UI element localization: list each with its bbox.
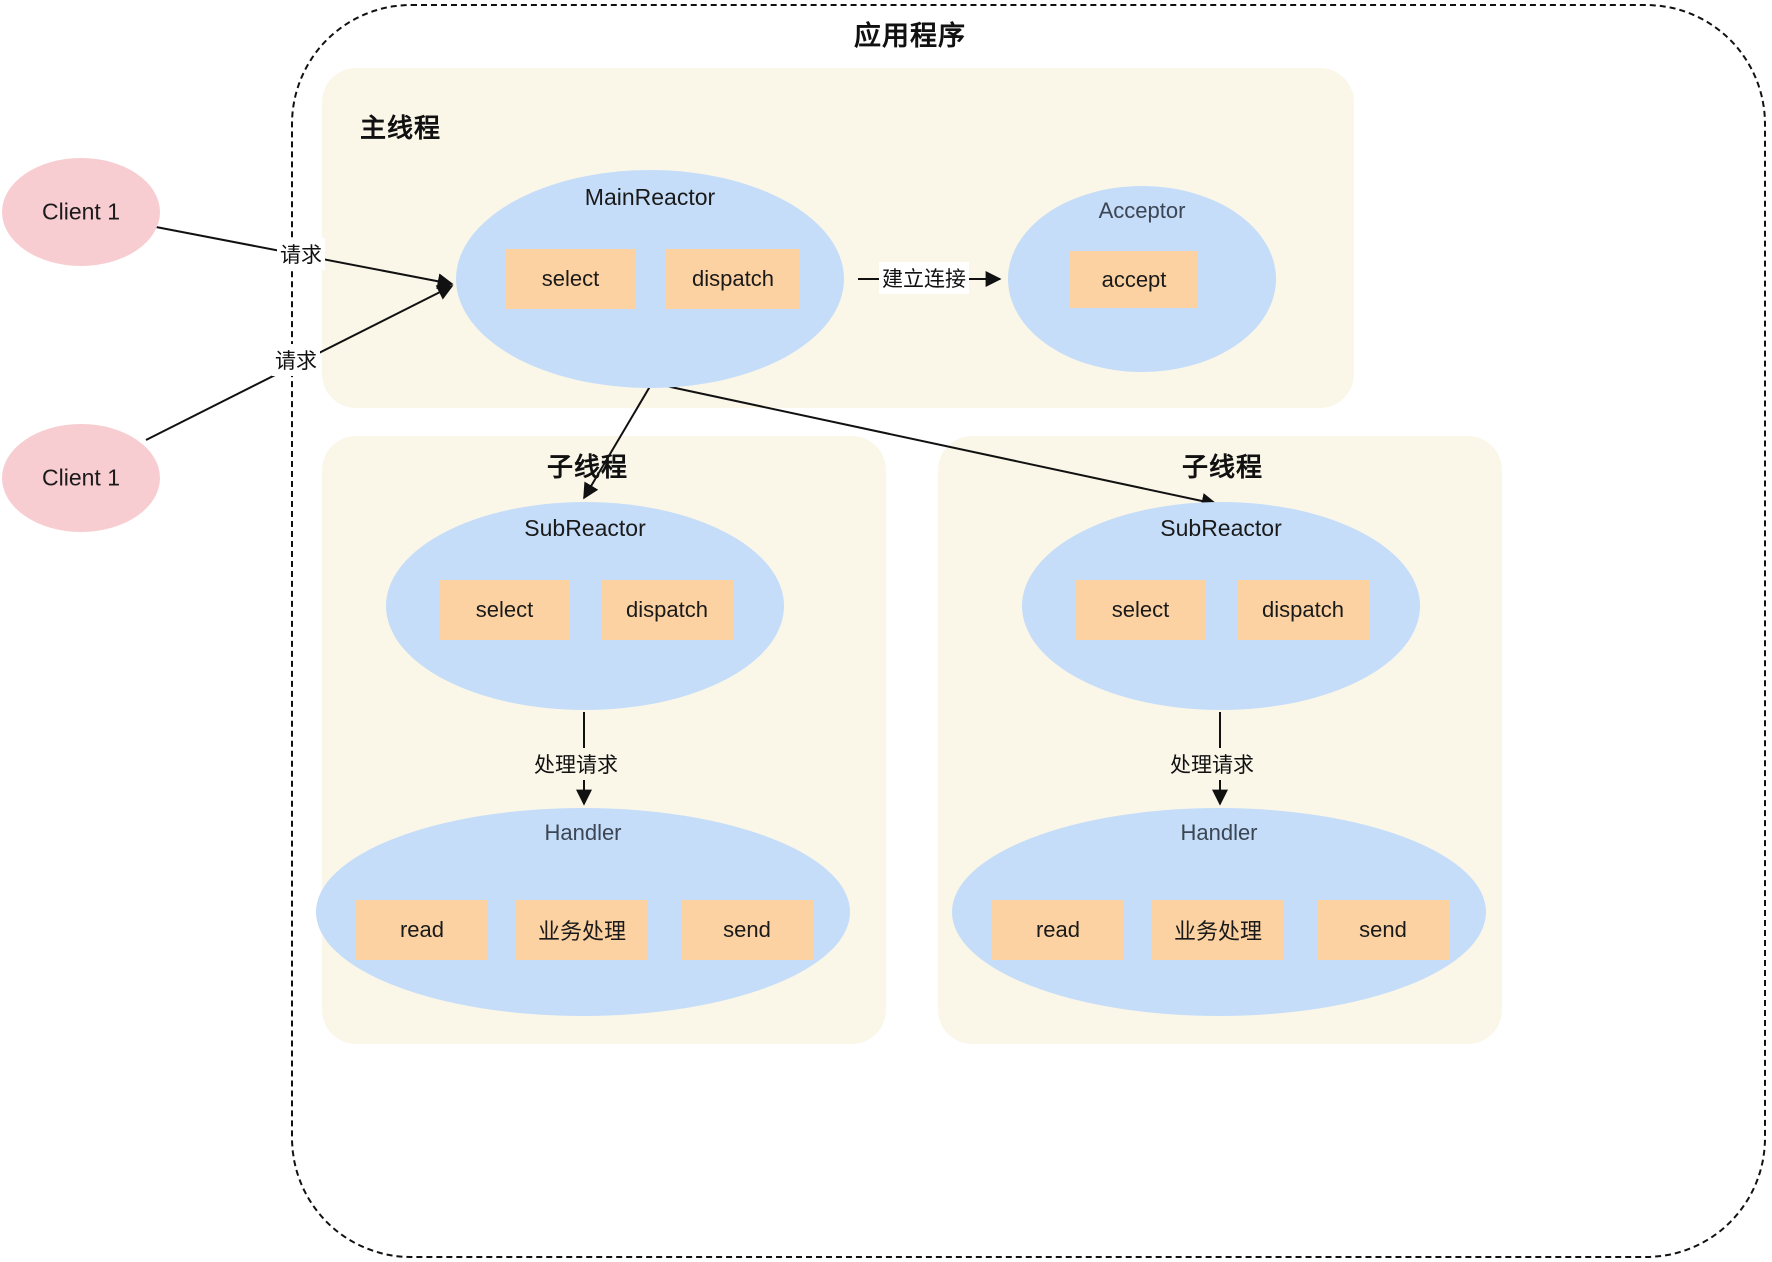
main-reactor-select-box[interactable]: select xyxy=(506,249,635,309)
main-reactor-dispatch-box[interactable]: dispatch xyxy=(666,249,800,309)
sub-reactor-right-dispatch-box[interactable]: dispatch xyxy=(1237,580,1369,640)
handler-left-read-box[interactable]: read xyxy=(356,900,488,960)
panel-title-sub-thread-left: 子线程 xyxy=(547,452,629,482)
handler-right-label: Handler xyxy=(1180,820,1258,845)
edge-label-process-request-left: 处理请求 xyxy=(531,748,621,780)
acceptor-label: Acceptor xyxy=(1098,198,1186,223)
edge-label-establish-connection: 建立连接 xyxy=(879,262,969,294)
client-1-label: Client 1 xyxy=(42,198,120,225)
sub-reactor-right-label: SubReactor xyxy=(1160,515,1282,541)
handler-left-label: Handler xyxy=(544,820,622,845)
panel-title-sub-thread-right: 子线程 xyxy=(1182,452,1264,482)
panel-title-main-thread: 主线程 xyxy=(360,113,442,143)
application-boundary xyxy=(291,4,1766,1258)
handler-left-business-box[interactable]: 业务处理 xyxy=(516,900,648,960)
handler-left-send-box[interactable]: send xyxy=(681,900,813,960)
edge-label-process-request-right: 处理请求 xyxy=(1167,748,1257,780)
client-2-label: Client 1 xyxy=(42,464,120,491)
handler-right-read-box[interactable]: read xyxy=(992,900,1124,960)
sub-reactor-right-select-box[interactable]: select xyxy=(1076,580,1205,640)
sub-reactor-left-dispatch-box[interactable]: dispatch xyxy=(601,580,733,640)
sub-reactor-left-label: SubReactor xyxy=(524,515,646,541)
node-client-2[interactable]: Client 1 xyxy=(2,424,160,532)
node-client-1[interactable]: Client 1 xyxy=(2,158,160,266)
application-title: 应用程序 xyxy=(854,21,966,51)
edge-label-request-1: 请求 xyxy=(277,238,325,270)
handler-right-business-box[interactable]: 业务处理 xyxy=(1152,900,1284,960)
handler-right-send-box[interactable]: send xyxy=(1317,900,1449,960)
acceptor-accept-box[interactable]: accept xyxy=(1070,251,1198,308)
sub-reactor-left-select-box[interactable]: select xyxy=(440,580,569,640)
main-reactor-label: MainReactor xyxy=(584,184,716,210)
edge-label-request-2: 请求 xyxy=(272,344,320,376)
